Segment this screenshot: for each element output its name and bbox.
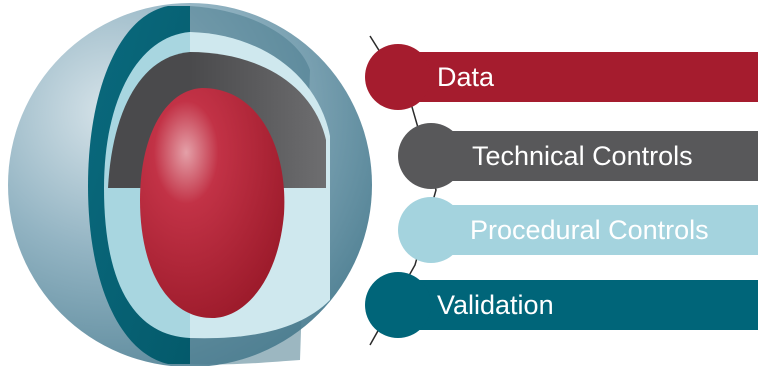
layer-row-procedural-controls: Procedural Controls [0, 197, 758, 263]
layer-bar-procedural-controls [451, 205, 758, 255]
layer-bar-technical-controls [451, 131, 758, 181]
data-core [140, 88, 285, 318]
layer-circle-data [365, 44, 431, 110]
layer-circle-technical-controls [398, 123, 464, 189]
layer-label-data: Data [437, 62, 495, 92]
layer-row-validation: Validation [0, 272, 758, 338]
layer-label-procedural-controls: Procedural Controls [470, 215, 709, 245]
layer-circle-procedural-controls [398, 197, 464, 263]
layer-label-technical-controls: Technical Controls [472, 141, 693, 171]
layer-circle-validation [365, 272, 431, 338]
layer-bar-validation [416, 280, 758, 330]
layer-bar-data [416, 52, 758, 102]
layer-row-data: Data [0, 44, 758, 110]
layer-row-technical-controls: Technical Controls [0, 123, 758, 189]
layer-label-validation: Validation [437, 290, 554, 320]
